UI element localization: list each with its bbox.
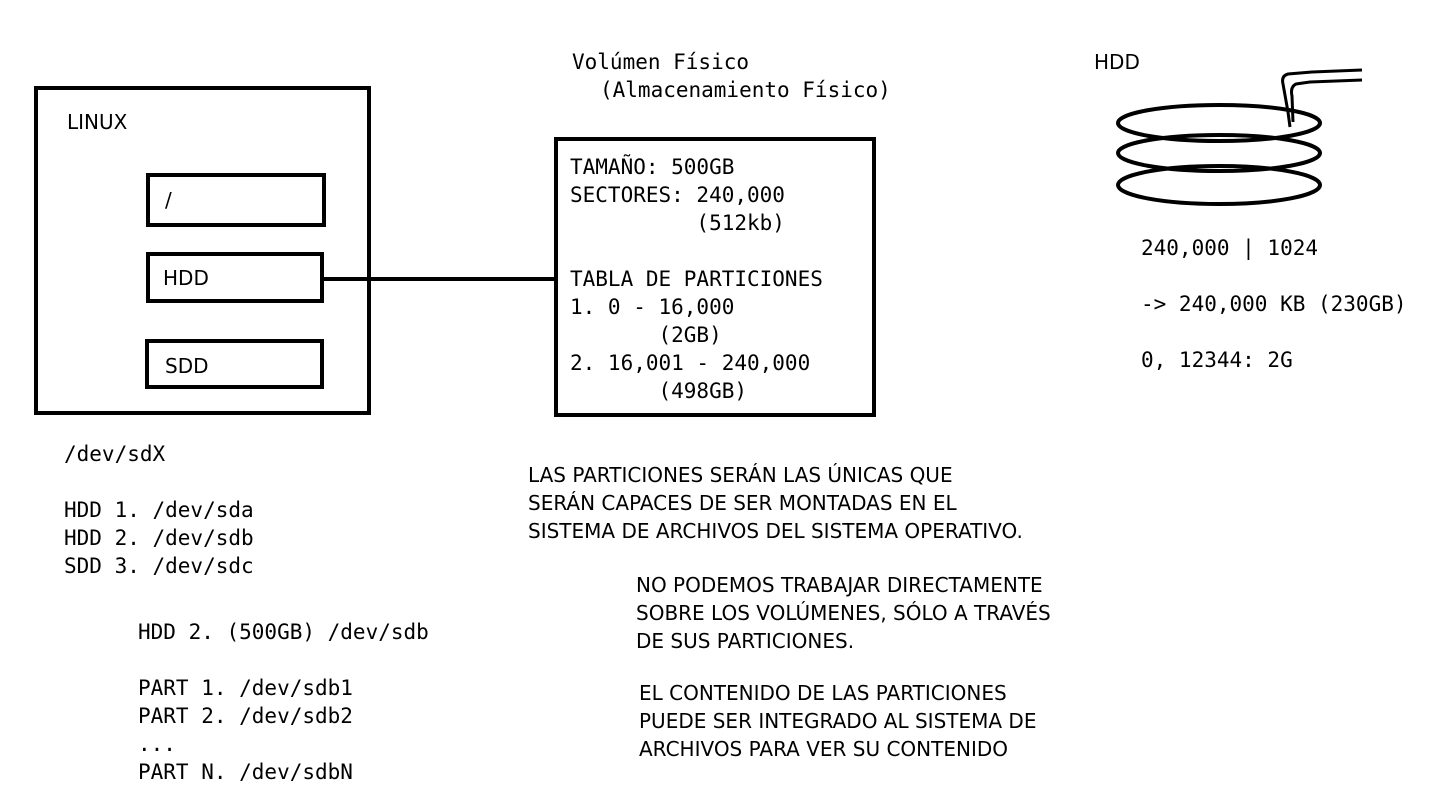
volume-subtitle: (Almacenamiento Físico) — [600, 78, 891, 102]
note-3-line-2: PUEDE SER INTEGRADO AL SISTEMA DE — [639, 709, 1037, 733]
root-slot-box — [146, 173, 326, 227]
note-1-line-1: LAS PARTICIONES SERÁN LAS ÚNICAS QUE — [528, 463, 953, 487]
partition-line-1: PART 1. /dev/sdb1 — [138, 676, 353, 700]
volume-line-part1-size: (2GB) — [570, 323, 722, 347]
note-2-line-1: NO PODEMOS TRABAJAR DIRECTAMENTE — [636, 573, 1043, 597]
volume-line-table-title: TABLA DE PARTICIONES — [570, 267, 823, 291]
volume-line-size: TAMAÑO: 500GB — [570, 155, 735, 179]
sdd-slot-box — [145, 339, 324, 389]
hdd-slot-box — [146, 252, 324, 303]
volume-line-part2-size: (498GB) — [570, 379, 748, 403]
volume-box — [554, 137, 876, 417]
note-3-line-3: ARCHIVOS PARA VER SU CONTENIDO — [639, 737, 1008, 761]
hdd-title: HDD — [1094, 50, 1140, 74]
hdd-calc-line-2: -> 240,000 KB (230GB) — [1141, 292, 1407, 316]
partition-line-n: PART N. /dev/sdbN — [138, 760, 353, 784]
hdd-calc-line-3: 0, 12344: 2G — [1141, 348, 1293, 372]
sdd-slot-label: SDD — [165, 354, 209, 378]
note-2-line-3: DE SUS PARTICIONES. — [636, 629, 855, 653]
note-1-line-3: SISTEMA DE ARCHIVOS DEL SISTEMA OPERATIV… — [528, 519, 1023, 543]
dev-line-2: HDD 2. /dev/sdb — [64, 526, 254, 550]
dev-header: /dev/sdX — [64, 442, 166, 466]
hdd-calc-line-1: 240,000 | 1024 — [1141, 236, 1319, 260]
dev-line-1: HDD 1. /dev/sda — [64, 498, 254, 522]
volume-line-sectors: SECTORES: 240,000 — [570, 183, 785, 207]
volume-line-part2: 2. 16,001 - 240,000 — [570, 351, 811, 375]
volume-title: Volúmen Físico — [572, 50, 750, 74]
volume-line-part1: 1. 0 - 16,000 — [570, 295, 735, 319]
note-3-line-1: EL CONTENIDO DE LAS PARTICIONES — [639, 681, 1007, 705]
volume-line-sector-size: (512kb) — [570, 211, 785, 235]
root-slot-label: / — [165, 188, 172, 212]
partitions-header: HDD 2. (500GB) /dev/sdb — [138, 620, 429, 644]
note-2-line-2: SOBRE LOS VOLÚMENES, SÓLO A TRAVÉS — [636, 601, 1051, 625]
hdd-connector-line — [324, 277, 557, 281]
partition-line-ellipsis: ... — [138, 732, 176, 756]
hdd-slot-label: HDD — [163, 266, 209, 290]
note-1-line-2: SERÁN CAPACES DE SER MONTADAS EN EL — [528, 491, 957, 515]
linux-box — [34, 86, 371, 415]
linux-title: LINUX — [67, 110, 128, 134]
partition-line-2: PART 2. /dev/sdb2 — [138, 704, 353, 728]
dev-line-3: SDD 3. /dev/sdc — [64, 554, 254, 578]
